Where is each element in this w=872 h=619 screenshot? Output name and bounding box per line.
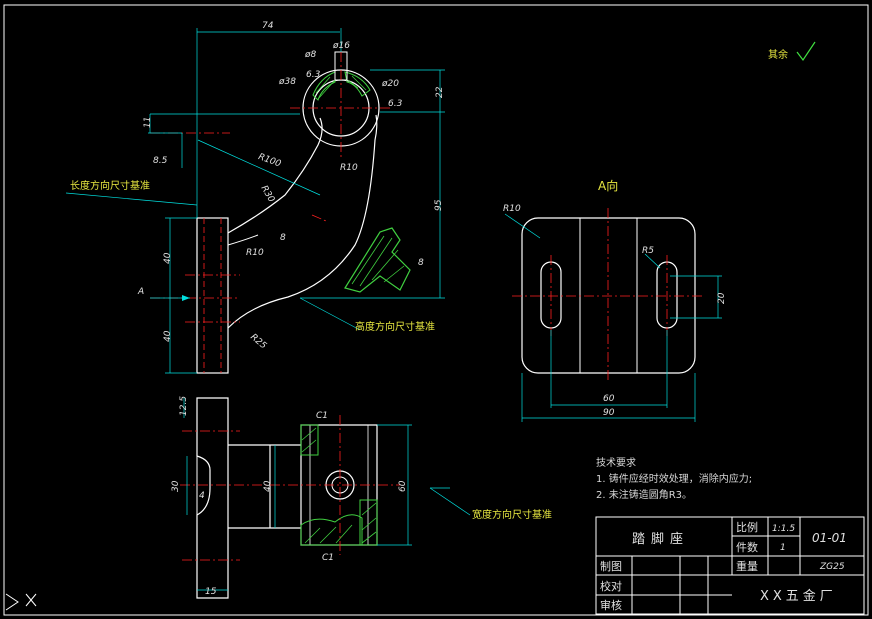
aux-view-label: A向	[598, 178, 618, 193]
scale-label: 比例	[736, 520, 758, 534]
dim-front: 8	[280, 233, 286, 243]
ucs-icon	[5, 593, 37, 611]
approved-label: 审核	[600, 598, 622, 612]
height-datum-note: 高度方向尺寸基准	[355, 320, 435, 333]
title-block	[595, 516, 865, 615]
dim-front: ø16	[332, 41, 350, 51]
qty-label: 件数	[736, 541, 758, 554]
boss-section-hatch	[312, 71, 336, 101]
dim-side: 4	[199, 491, 205, 501]
dim-front: 74	[262, 21, 274, 31]
qty-value: 1	[780, 543, 786, 553]
dim-front: R100	[257, 152, 283, 170]
side-view	[180, 397, 471, 599]
aux-view: A向	[504, 178, 722, 422]
company-name: XX五金厂	[760, 588, 837, 604]
roughness-mark: 其余	[768, 41, 816, 62]
dim-front: 11	[143, 117, 153, 128]
dim-front: 40	[163, 330, 173, 342]
dim-front: 8.5	[153, 156, 168, 166]
title-block-texts: 踏脚座 比例 1:1.5 件数 1 重量 ZG25 01-01 制图 校对 审核…	[600, 520, 847, 612]
dim-aux: R10	[503, 204, 521, 214]
dim-aux: 20	[717, 292, 727, 304]
dim-aux: 60	[603, 394, 615, 404]
dim-side: 12.5	[179, 396, 189, 416]
drawing-border	[3, 4, 869, 616]
side-neck	[228, 444, 301, 529]
weight-label: 重量	[736, 559, 758, 573]
dim-side: 15	[205, 587, 217, 597]
dim-front: 6.3	[306, 70, 321, 80]
dim-front: 40	[163, 252, 173, 264]
front-view: A	[65, 28, 445, 374]
tech-requirements: 技术要求 1. 铸件应经时效处理，消除内应力; 2. 未注铸造圆角R3。	[596, 456, 752, 501]
front-base-plate	[196, 217, 229, 374]
material: ZG25	[819, 562, 845, 572]
rib-section	[344, 227, 411, 293]
dim-front: ø20	[381, 79, 399, 89]
dim-side: C1	[316, 411, 328, 421]
dim-front: 22	[435, 86, 445, 98]
drawing-number: 01-01	[812, 531, 847, 545]
dim-front: R25	[248, 332, 268, 351]
aux-dimension-texts: R10 R5 20 60 90	[503, 204, 727, 418]
drawn-label: 制图	[600, 560, 622, 573]
dim-front: R10	[340, 163, 358, 173]
aux-plate-outline	[521, 217, 696, 374]
front-dimension-texts: 74 ø8 ø16 ø38 6.3 ø20 6.3 22 11 8.5 R100…	[143, 21, 445, 352]
side-dimension-texts: 12.5 C1 30 4 40 60 C1 15	[171, 396, 408, 597]
tech-req-item: 2. 未注铸造圆角R3。	[596, 488, 692, 501]
dim-side: C1	[322, 553, 334, 563]
dim-side: 30	[171, 480, 181, 492]
dim-front: 8	[418, 258, 424, 268]
front-arm-outline	[227, 114, 378, 329]
dim-front: 95	[434, 199, 444, 211]
roughness-label: 其余	[768, 48, 788, 61]
dim-aux: R5	[642, 246, 654, 256]
tech-req-item: 1. 铸件应经时效处理，消除内应力;	[596, 472, 752, 485]
dim-aux: 90	[603, 408, 615, 418]
dim-front: ø38	[278, 77, 296, 87]
dim-side: 40	[263, 480, 273, 492]
width-datum-note: 宽度方向尺寸基准	[472, 508, 552, 521]
roughness-check-icon	[796, 41, 816, 62]
dim-front: 6.3	[388, 99, 403, 109]
view-arrow-label: A	[137, 287, 144, 297]
front-centerlines	[150, 52, 392, 323]
dim-front: ø8	[304, 50, 317, 60]
dim-front: R30	[259, 184, 277, 205]
front-dimension-lines	[148, 28, 445, 374]
checked-label: 校对	[600, 579, 622, 593]
scale-value: 1:1.5	[772, 524, 795, 534]
dim-front: R10	[246, 248, 264, 258]
part-name: 踏脚座	[632, 531, 689, 547]
tech-req-title: 技术要求	[596, 456, 636, 469]
length-datum-note: 长度方向尺寸基准	[70, 179, 150, 192]
dim-side: 60	[398, 480, 408, 492]
